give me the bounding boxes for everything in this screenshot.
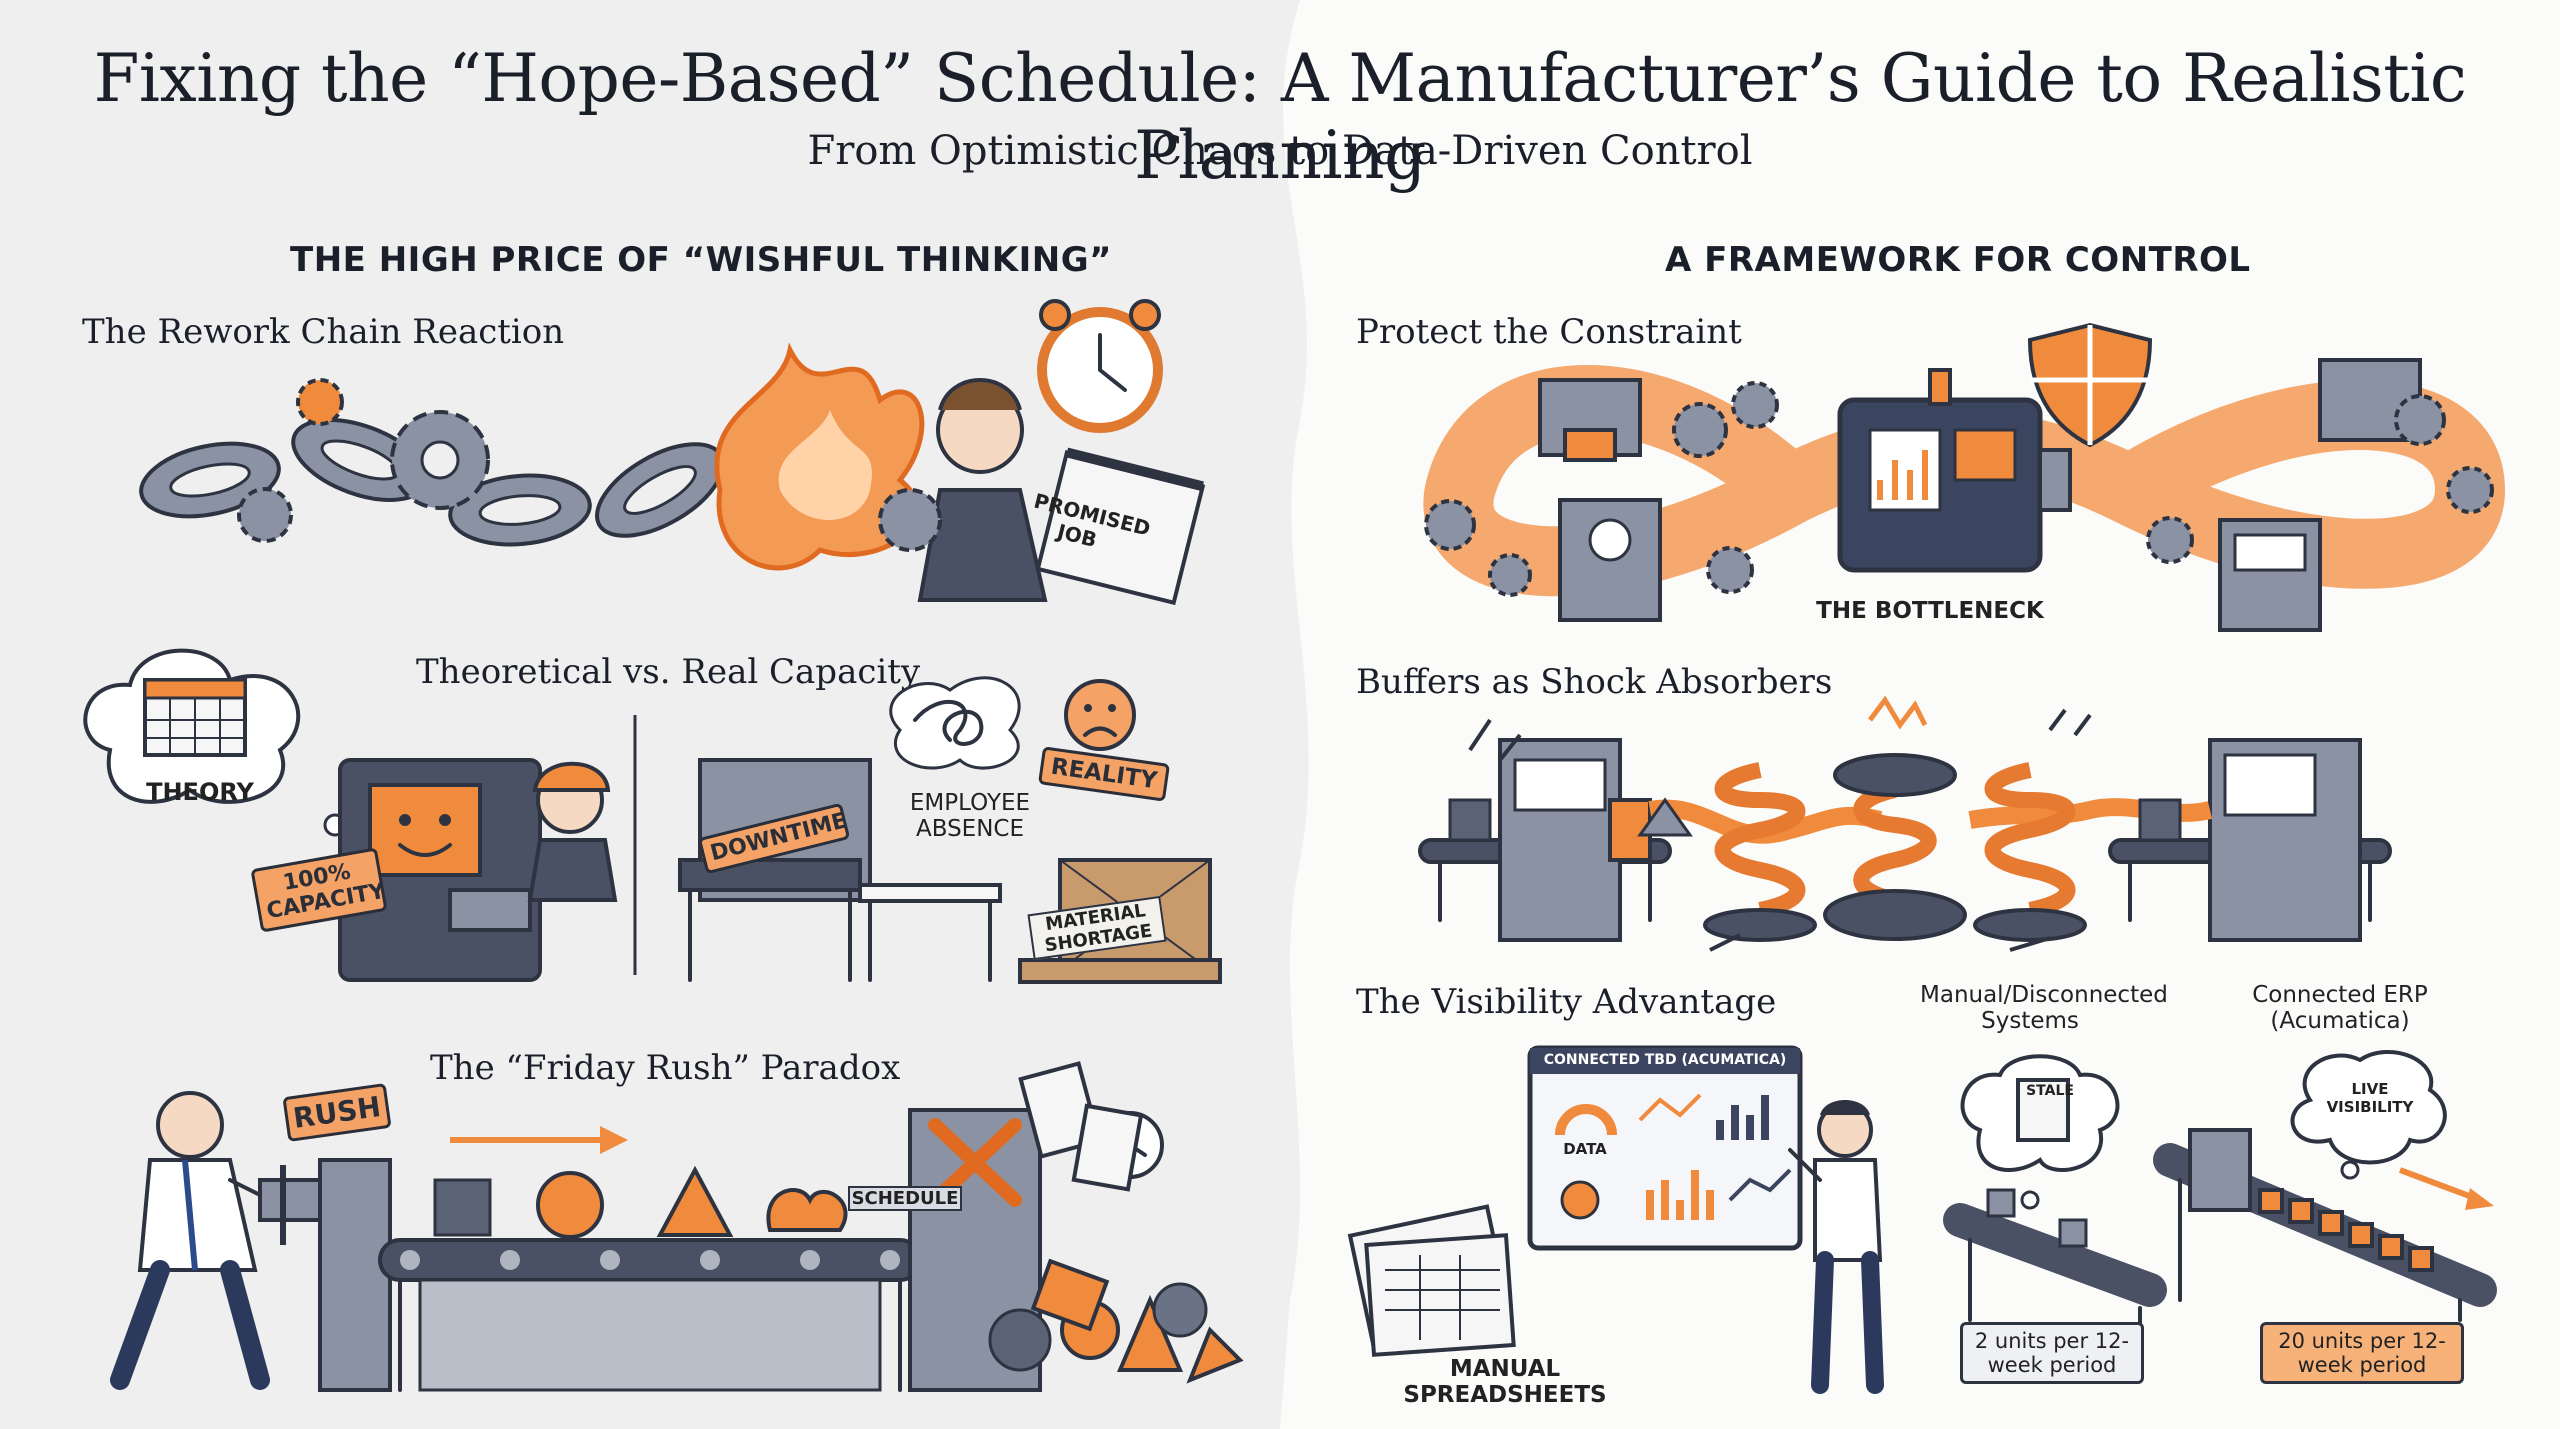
spring-icon — [1703, 753, 2087, 942]
manual-rate-box: 2 units per 12-week period — [1960, 1322, 2144, 1384]
bottleneck-label: THE BOTTLENECK — [1816, 598, 2044, 624]
calendar-icon — [1035, 447, 1206, 606]
shield-icon — [2027, 322, 2153, 448]
visibility-title: The Visibility Advantage — [1356, 982, 1777, 1022]
erp-header: Connected ERP (Acumatica) — [2252, 982, 2428, 1034]
smiling-worker-icon — [527, 761, 618, 902]
theory-label: THEORY — [146, 778, 254, 806]
manual-systems-header: Manual/Disconnected Systems — [1920, 982, 2168, 1034]
page-title: Fixing the “Hope-Based” Schedule: A Manu… — [93, 40, 2467, 194]
left-section-heading: THE HIGH PRICE OF “WISHFUL THINKING” — [290, 240, 1112, 280]
dashboard-title: CONNECTED TBD (ACUMATICA) — [1543, 1052, 1787, 1068]
spreadsheets-icon — [1347, 1204, 1516, 1357]
presenter-icon — [1788, 1100, 1884, 1394]
live-visibility-label: LIVE VISIBILITY — [2326, 1080, 2414, 1116]
dashboard-data-label: DATA — [1563, 1140, 1607, 1158]
manual-spreadsheets-label: MANUAL SPREADSHEETS — [1403, 1356, 1607, 1408]
chain-icon — [139, 418, 725, 547]
machine-icon — [1498, 738, 2362, 942]
stale-bubble-icon — [1960, 1054, 2120, 1210]
schedule-label: SCHEDULE — [848, 1186, 962, 1211]
rushing-manager-icon — [110, 1091, 292, 1390]
sad-face-icon — [1064, 679, 1136, 751]
scribble-cloud-icon — [889, 676, 1021, 770]
manual-conveyor-illustration — [1943, 1054, 2167, 1332]
impact-lines-icon — [1468, 695, 2092, 952]
constraint-flow-illustration — [1423, 322, 2506, 632]
gear-icon — [1424, 381, 2494, 597]
capacity-divider — [633, 715, 637, 975]
rework-chain-illustration — [139, 299, 1206, 606]
conveyor-belt-icon — [1943, 1203, 2167, 1332]
erp-rate-box: 20 units per 12-week period — [2260, 1322, 2464, 1384]
live-visibility-bubble-icon — [2290, 1050, 2447, 1180]
bottleneck-machine-icon — [1837, 368, 2072, 573]
happy-machine-illustration — [338, 758, 618, 982]
machine-icon — [1538, 358, 2422, 632]
dashboard-screen-icon — [1527, 1045, 1803, 1251]
explosion-icon — [714, 342, 925, 571]
worried-worker-icon — [878, 378, 1048, 602]
constraint-title: Protect the Constraint — [1356, 312, 1742, 352]
capacity-title: Theoretical vs. Real Capacity — [416, 652, 921, 692]
theory-thought-bubble — [83, 648, 369, 854]
buffers-title: Buffers as Shock Absorbers — [1356, 662, 1833, 702]
stale-label: STALE — [2026, 1083, 2074, 1099]
rubble-pile-icon — [988, 1258, 1244, 1384]
alarm-clock-icon — [1037, 299, 1163, 433]
left-background — [0, 0, 1309, 1429]
friday-rush-title: The “Friday Rush” Paradox — [430, 1048, 901, 1088]
employee-absence-label: EMPLOYEE ABSENCE — [909, 790, 1031, 842]
rework-title: The Rework Chain Reaction — [82, 312, 565, 352]
conveyor-belt-icon — [378, 1238, 922, 1392]
calendar-icon — [143, 678, 247, 757]
buffers-illustration — [1418, 695, 2392, 952]
dashboard-illustration — [1347, 1045, 1884, 1394]
right-section-heading: A FRAMEWORK FOR CONTROL — [1665, 240, 2251, 280]
gear-icon — [237, 378, 490, 543]
erp-conveyor-illustration — [2153, 1050, 2497, 1322]
page-subtitle: From Optimistic Chaos to Data-Driven Con… — [807, 128, 1753, 174]
friday-rush-illustration — [110, 1061, 1244, 1392]
paper-slips-icon — [1018, 1061, 1144, 1192]
